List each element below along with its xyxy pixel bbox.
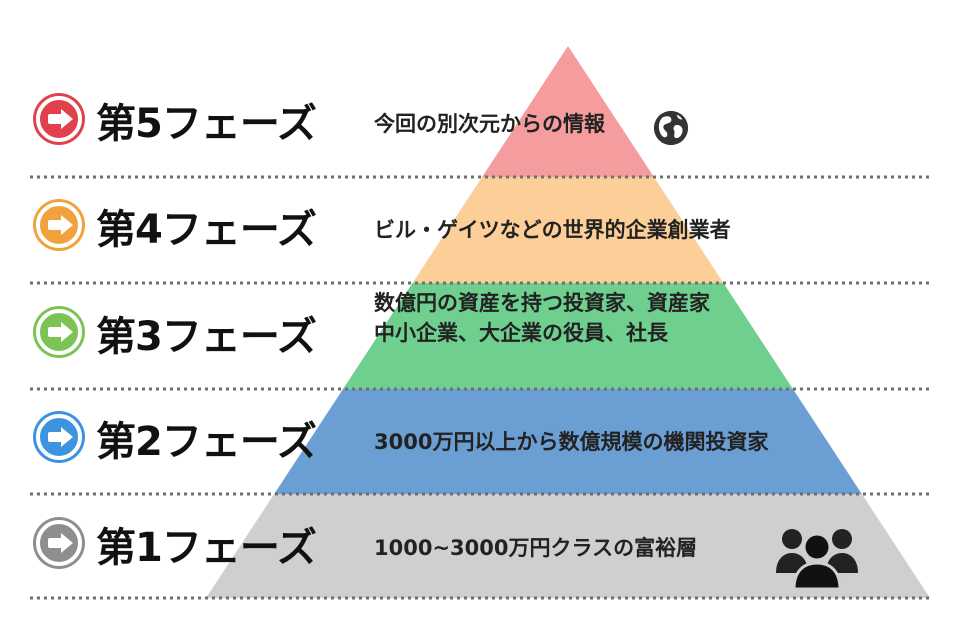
phase-row-2: 第2フェーズ 3000万円以上から数億規模の機関投資家 <box>30 405 930 505</box>
phase-description: 今回の別次元からの情報 <box>374 112 605 136</box>
phase-title: 第2フェーズ <box>96 419 317 465</box>
pyramid-layer-4 <box>412 177 724 283</box>
phase-description: 中小企業、大企業の役員、社長 <box>374 321 668 345</box>
phase-title: 第3フェーズ <box>96 314 317 360</box>
phase-description: 数億円の資産を持つ投資家、資産家 <box>374 291 710 315</box>
arrow-right-icon <box>36 96 82 142</box>
phase-title: 第5フェーズ <box>96 101 317 147</box>
arrow-right-icon <box>36 202 82 248</box>
phase-row-4: 第4フェーズ ビル・ゲイツなどの世界的企業創業者 <box>30 193 930 293</box>
phase-title: 第1フェーズ <box>96 525 317 571</box>
phase-title: 第4フェーズ <box>96 207 317 253</box>
pyramid-layer-5 <box>482 46 654 177</box>
phase-row-5: 第5フェーズ 今回の別次元からの情報 <box>30 87 930 187</box>
people-icon <box>774 523 860 591</box>
phase-description: 3000万円以上から数億規模の機関投資家 <box>374 430 769 454</box>
arrow-right-icon <box>36 414 82 460</box>
phase-row-3: 第3フェーズ 数億円の資産を持つ投資家、資産家中小企業、大企業の役員、社長 <box>30 291 930 400</box>
phase-description: ビル・ゲイツなどの世界的企業創業者 <box>374 218 731 242</box>
globe-icon <box>652 109 690 147</box>
phase-row-1: 第1フェーズ 1000~3000万円クラスの富裕層 <box>30 511 930 611</box>
pyramid-layer-1 <box>206 494 930 598</box>
pyramid-layer-3 <box>343 283 793 389</box>
phase-description: 1000~3000万円クラスの富裕層 <box>374 536 698 560</box>
arrow-right-icon <box>36 520 82 566</box>
arrow-right-icon <box>36 309 82 355</box>
pyramid-layer-2 <box>274 389 862 494</box>
